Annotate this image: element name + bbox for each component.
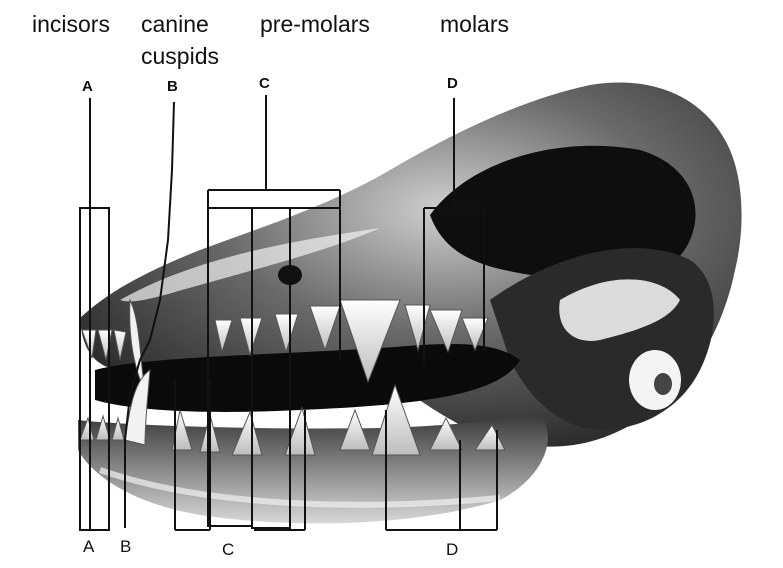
label-cuspids: cuspids bbox=[141, 42, 219, 70]
label-canine: canine bbox=[141, 10, 209, 38]
marker-top-b: B bbox=[167, 78, 178, 95]
label-molars: molars bbox=[440, 10, 509, 38]
marker-bottom-a: A bbox=[83, 537, 94, 557]
marker-top-a: A bbox=[82, 78, 93, 95]
marker-top-c: C bbox=[259, 75, 270, 92]
label-premolars: pre-molars bbox=[260, 10, 370, 38]
marker-top-d: D bbox=[447, 75, 458, 92]
marker-bottom-b: B bbox=[120, 537, 131, 557]
ear-canal-shadow bbox=[654, 373, 672, 395]
marker-bottom-c: C bbox=[222, 540, 234, 560]
label-incisors: incisors bbox=[32, 10, 110, 38]
lower-jaw bbox=[78, 415, 548, 523]
marker-bottom-d: D bbox=[446, 540, 458, 560]
